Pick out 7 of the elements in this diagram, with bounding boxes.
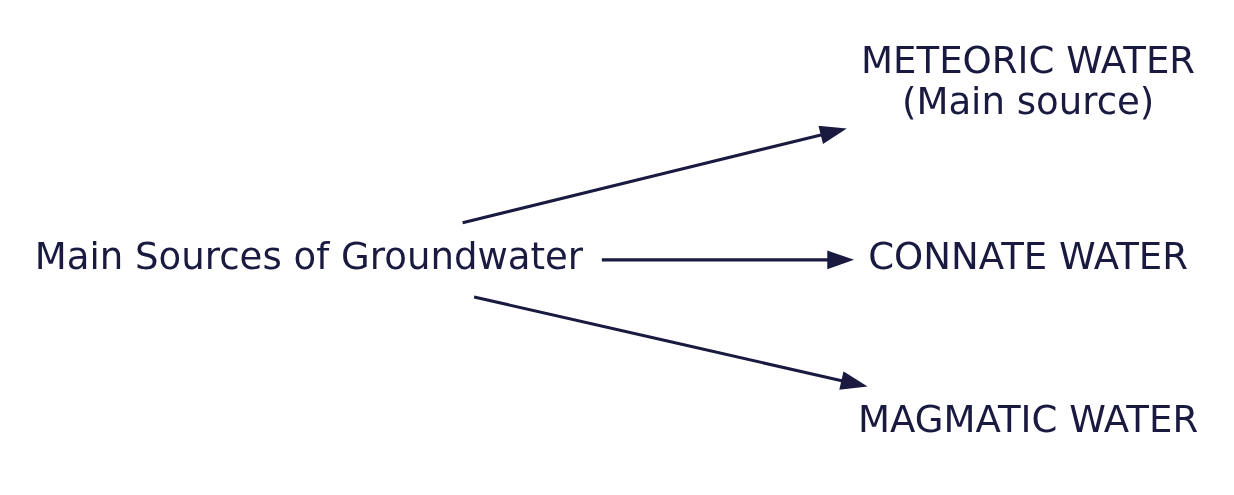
node-text: Main Sources of Groundwater — [34, 234, 584, 278]
node-text: MAGMATIC WATER — [858, 397, 1199, 441]
arrow — [462, 125, 847, 225]
node-text: METEORIC WATER (Main source) — [861, 39, 1196, 124]
arrow — [473, 295, 868, 390]
node-text: CONNATE WATER — [868, 234, 1189, 278]
arrow — [601, 250, 855, 270]
